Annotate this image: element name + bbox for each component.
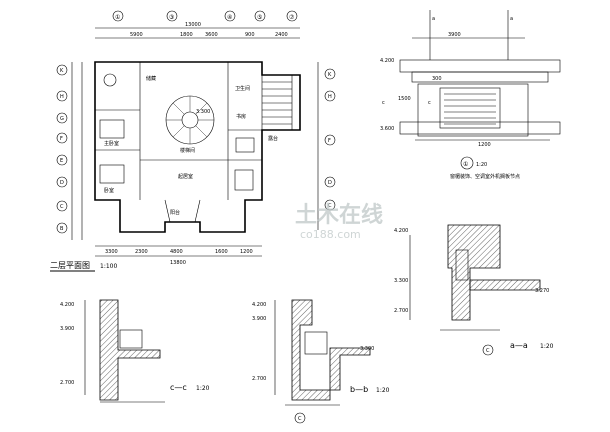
dimension: 1600 — [215, 249, 228, 255]
axis-label: C — [60, 204, 64, 210]
section-mark: c — [382, 100, 385, 106]
section-scale: 1:20 — [196, 385, 210, 392]
level: 2.700 — [60, 380, 74, 386]
room-label: 书房 — [236, 113, 246, 120]
bay-window — [164, 199, 201, 223]
room-label: 卧室 — [104, 187, 114, 194]
level: 3.270 — [535, 288, 549, 294]
axis-label: ⑦ — [289, 14, 295, 21]
axis-label: F — [60, 136, 63, 142]
room-label: 阳台 — [170, 209, 180, 216]
dimension: 2400 — [275, 32, 288, 38]
level: 3.600 — [380, 126, 394, 132]
plan-axis-left: K H G F E D C B — [56, 64, 68, 234]
elevation-mark: 3.300 — [196, 109, 210, 115]
detail-label: ① — [463, 161, 468, 168]
watermark-text: 土木在线 — [295, 202, 383, 228]
sofa — [235, 137, 255, 153]
plan-axis-top: ① ③ ④ ⑤ ⑦ — [112, 10, 298, 22]
room-label: 楼梯间 — [180, 147, 195, 154]
sink — [103, 73, 117, 87]
section-title: c—c — [170, 383, 187, 392]
axis-label: H — [60, 94, 64, 100]
watermark: 土木在线 co188.com — [295, 202, 383, 241]
section-mark: a — [432, 16, 435, 22]
axis-label: G — [60, 116, 64, 122]
level: 4.200 — [394, 228, 408, 234]
section-mark: a — [510, 16, 513, 22]
dimension: 1800 — [180, 32, 193, 38]
plan-axis-right: K H F D C — [324, 68, 336, 211]
level: 4.200 — [252, 302, 266, 308]
exterior-stair — [261, 74, 293, 131]
axis-label: D — [328, 180, 332, 186]
dimension: 2300 — [135, 249, 148, 255]
dimension: 300 — [432, 76, 442, 82]
room-label: 储藏 — [146, 75, 156, 82]
detail-bubble — [460, 156, 474, 170]
axis-label: K — [60, 68, 64, 74]
dimension: 3600 — [205, 32, 218, 38]
axis-label: E — [60, 158, 63, 164]
axis-label: B — [60, 226, 64, 232]
detail-window-head: a a 3900 1200 4.200 3.600 1500 300 c c ①… — [380, 10, 561, 180]
plan-scale: 1:100 — [100, 263, 117, 270]
plan-title: 二层平面图 — [50, 261, 90, 270]
room-label: 起居室 — [178, 173, 193, 180]
dimension: 3900 — [448, 32, 461, 38]
level: 2.700 — [394, 308, 408, 314]
detail-scale: 1:20 — [476, 162, 487, 168]
axis-label: C — [328, 203, 332, 209]
ac-louver — [439, 87, 501, 129]
floor-plan: ① ③ ④ ⑤ ⑦ 13000 5900 1800 3600 900 2400 … — [50, 10, 336, 272]
section-cc: 4.200 3.900 2.700 c—c 1:20 — [60, 299, 210, 403]
plan-walls — [94, 61, 301, 233]
section-mark: c — [428, 100, 431, 106]
dimension: 5900 — [130, 32, 143, 38]
table — [234, 169, 254, 191]
room-label: 露台 — [268, 135, 278, 142]
dimension: 4800 — [170, 249, 183, 255]
axis-label: ④ — [227, 14, 232, 21]
level: 2.700 — [252, 376, 266, 382]
axis-label: ③ — [169, 14, 174, 21]
dimension: 1200 — [240, 249, 253, 255]
window-frame — [417, 83, 529, 137]
dimension: 1500 — [398, 96, 411, 102]
room-label: 主卧室 — [104, 140, 119, 147]
level: 3.900 — [60, 326, 74, 332]
section-title: b—b — [350, 385, 368, 394]
section-scale: 1:20 — [376, 387, 390, 394]
bed — [99, 164, 125, 184]
level: 3.900 — [252, 316, 266, 322]
axis-label: ⑤ — [257, 14, 262, 21]
watermark-url: co188.com — [300, 228, 361, 241]
section-bb: 4.200 3.900 3.300 2.700 C b—b 1:20 — [252, 299, 390, 424]
dimension-total-top: 13000 — [185, 22, 201, 28]
axis-label: ① — [115, 14, 120, 21]
section-aa: 4.200 3.300 2.700 3.270 C a—a 1:20 — [394, 224, 554, 356]
axis-label: D — [60, 180, 64, 186]
section-title: a—a — [510, 341, 528, 350]
dimension: 900 — [245, 32, 255, 38]
level: 4.200 — [380, 58, 394, 64]
dimension: 1200 — [478, 142, 491, 148]
level: 3.300 — [394, 278, 408, 284]
detail-note: 窗楣装饰、空调室外机搁板节点 — [450, 173, 520, 180]
axis-label: C — [298, 416, 302, 422]
room-label: 卫生间 — [235, 85, 250, 92]
axis-label: F — [328, 138, 331, 144]
bed — [99, 119, 125, 139]
axis-label: H — [328, 94, 332, 100]
section-scale: 1:20 — [540, 343, 554, 350]
axis-label: C — [486, 348, 490, 354]
dimension-total-bottom: 13800 — [170, 260, 186, 266]
dimension: 3300 — [105, 249, 118, 255]
axis-label: K — [328, 72, 332, 78]
level: 4.200 — [60, 302, 74, 308]
